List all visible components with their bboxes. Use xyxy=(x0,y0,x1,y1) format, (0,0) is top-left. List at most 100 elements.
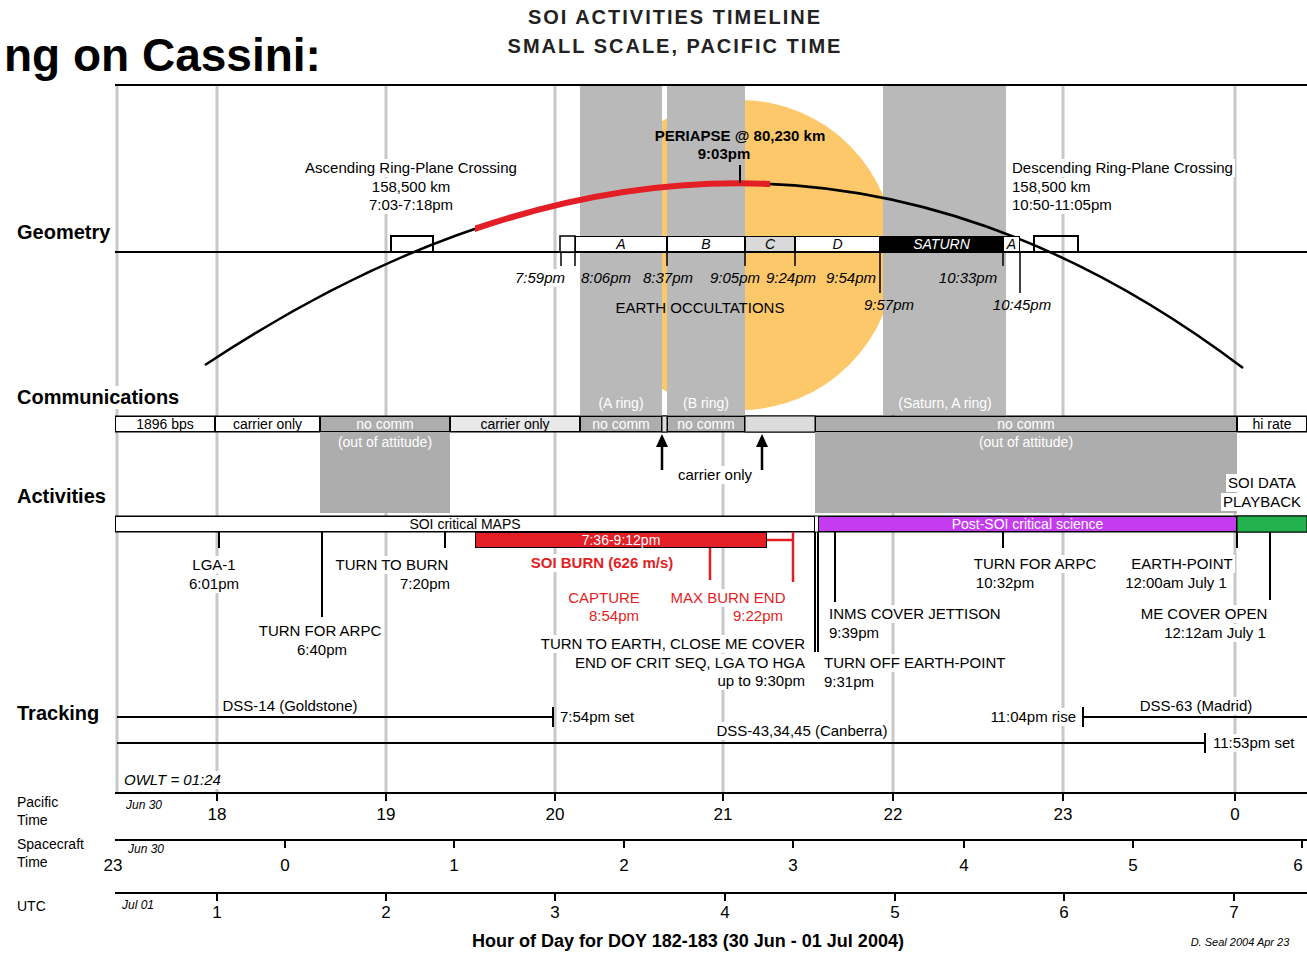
activity-bar xyxy=(116,516,1307,532)
occultation-lead-box xyxy=(560,236,575,252)
time-axis xyxy=(216,793,218,801)
event-time: 9:57pm xyxy=(862,296,916,313)
time-axis xyxy=(1233,893,1235,901)
annotation: TURN TO EARTH, CLOSE ME COVER xyxy=(539,635,807,652)
time-axis xyxy=(963,840,965,848)
event-time: OWLT = 01:24 xyxy=(122,771,223,788)
activity-segment: SOI critical MAPS xyxy=(115,516,815,532)
band-label: (A ring) xyxy=(596,395,645,411)
time-axis xyxy=(1234,793,1236,801)
segment-label: A xyxy=(1007,237,1016,251)
occultation-tick xyxy=(574,252,576,266)
tick-label: 1 xyxy=(447,856,460,876)
section-label: Geometry xyxy=(15,221,112,244)
tick-label: 3 xyxy=(786,856,799,876)
annotation: DSS-14 (Goldstone) xyxy=(220,697,359,714)
occultation-tick xyxy=(560,252,562,266)
comm-row: no comm xyxy=(320,416,450,432)
axis-title: Time xyxy=(15,812,50,828)
comm-segment: no comm (out of attitude) xyxy=(320,416,450,513)
annotation: DSS-43,34,45 (Canberra) xyxy=(715,722,890,739)
segment-label: C xyxy=(765,237,775,251)
segment-label: B xyxy=(701,237,710,251)
trajectory-arc xyxy=(205,183,1243,368)
event-line xyxy=(817,532,819,652)
burn-marker xyxy=(792,532,795,582)
burn-event: CAPTURE xyxy=(566,589,642,606)
ring-plane-box xyxy=(391,236,1078,252)
tick-label: 0 xyxy=(278,856,291,876)
carrier-arrow xyxy=(656,434,668,447)
event-line xyxy=(1269,532,1271,600)
event-time: 7:59pm xyxy=(513,269,567,286)
tick-label: 2 xyxy=(617,856,630,876)
annotation: ME COVER OPEN xyxy=(1139,605,1270,622)
time-axis xyxy=(385,793,387,801)
annotation: TURN TO BURN xyxy=(334,556,451,573)
tick-label: 21 xyxy=(712,805,735,825)
segment-note: (out of attitude) xyxy=(979,435,1073,449)
time-axis xyxy=(453,840,455,848)
annotation: 12:00am July 1 xyxy=(1123,574,1229,591)
comm-segment: no comm xyxy=(667,416,745,432)
occultation-tick xyxy=(794,252,796,266)
annotation: END OF CRIT SEQ, LGA TO HGA xyxy=(573,654,807,671)
tick-label: 4 xyxy=(957,856,970,876)
segment-note: (out of attitude) xyxy=(338,435,432,449)
annotation: 9:31pm xyxy=(822,673,876,690)
occultation-segment: B xyxy=(667,236,745,252)
segment-label: 7:36-9:12pm xyxy=(582,533,661,547)
axis-title: Time xyxy=(15,854,50,870)
credit-note: D. Seal 2004 Apr 23 xyxy=(1189,936,1292,949)
annotation: 6:40pm xyxy=(295,641,349,658)
burn-event: MAX BURN END xyxy=(668,589,787,606)
event-time: 9:24pm xyxy=(764,269,818,286)
time-axis xyxy=(216,893,218,901)
tick-label: 0 xyxy=(1228,805,1241,825)
time-axis xyxy=(894,893,896,901)
time-axis xyxy=(115,892,1307,894)
annotation: 9:39pm xyxy=(827,624,881,641)
burn-marker xyxy=(767,539,793,542)
occultation-segment: A xyxy=(575,236,667,252)
annotation: 11:04pm rise xyxy=(988,708,1078,725)
time-axis xyxy=(892,793,894,801)
axis-title: Pacific xyxy=(15,794,60,810)
time-axis xyxy=(1301,840,1303,848)
section-label: Activities xyxy=(15,485,108,508)
hour-gridline xyxy=(117,85,1235,793)
segment-label: carrier only xyxy=(480,417,549,431)
slide-heading: ng on Cassini: xyxy=(2,29,323,82)
annotation: LGA-1 xyxy=(190,556,237,573)
diagram-title: SOI ACTIVITIES TIMELINE SMALL SCALE, PAC… xyxy=(507,3,843,61)
segment-label: hi rate xyxy=(1253,417,1292,431)
activity-bar xyxy=(1237,516,1307,532)
event-time: 9:05pm xyxy=(708,269,762,286)
segment-label: no comm xyxy=(356,417,414,431)
time-axis xyxy=(385,893,387,901)
occultation-tick xyxy=(1002,252,1004,266)
tick-label: 5 xyxy=(1126,856,1139,876)
annotation: 7:03-7:18pm xyxy=(367,196,455,213)
tracking-line xyxy=(1083,716,1307,718)
occultation-tick xyxy=(561,252,1020,293)
event-time: 9:54pm xyxy=(824,269,878,286)
ring-plane-box xyxy=(391,236,433,252)
tick-label: 5 xyxy=(888,903,901,923)
tick-label: 6 xyxy=(1057,903,1070,923)
annotation: TURN FOR ARPC xyxy=(972,555,1099,572)
annotation: 10:50-11:05pm xyxy=(1010,196,1114,213)
event-line xyxy=(219,532,1270,652)
occultation-segment: C xyxy=(745,236,795,252)
date-tag: Jun 30 xyxy=(124,799,164,813)
annotation: 10:32pm xyxy=(974,574,1036,591)
activity-segment: Post-SOI critical science xyxy=(818,516,1237,532)
annotation: 12:12am July 1 xyxy=(1162,624,1268,641)
tracking-line xyxy=(1082,707,1084,727)
annotation: Descending Ring-Plane Crossing xyxy=(1010,159,1235,176)
annotation: DSS-63 (Madrid) xyxy=(1138,697,1255,714)
event-line xyxy=(218,532,220,548)
comm-row: no comm xyxy=(815,416,1237,432)
annotation: EARTH OCCULTATIONS xyxy=(614,299,787,316)
tick-label: 2 xyxy=(379,903,392,923)
